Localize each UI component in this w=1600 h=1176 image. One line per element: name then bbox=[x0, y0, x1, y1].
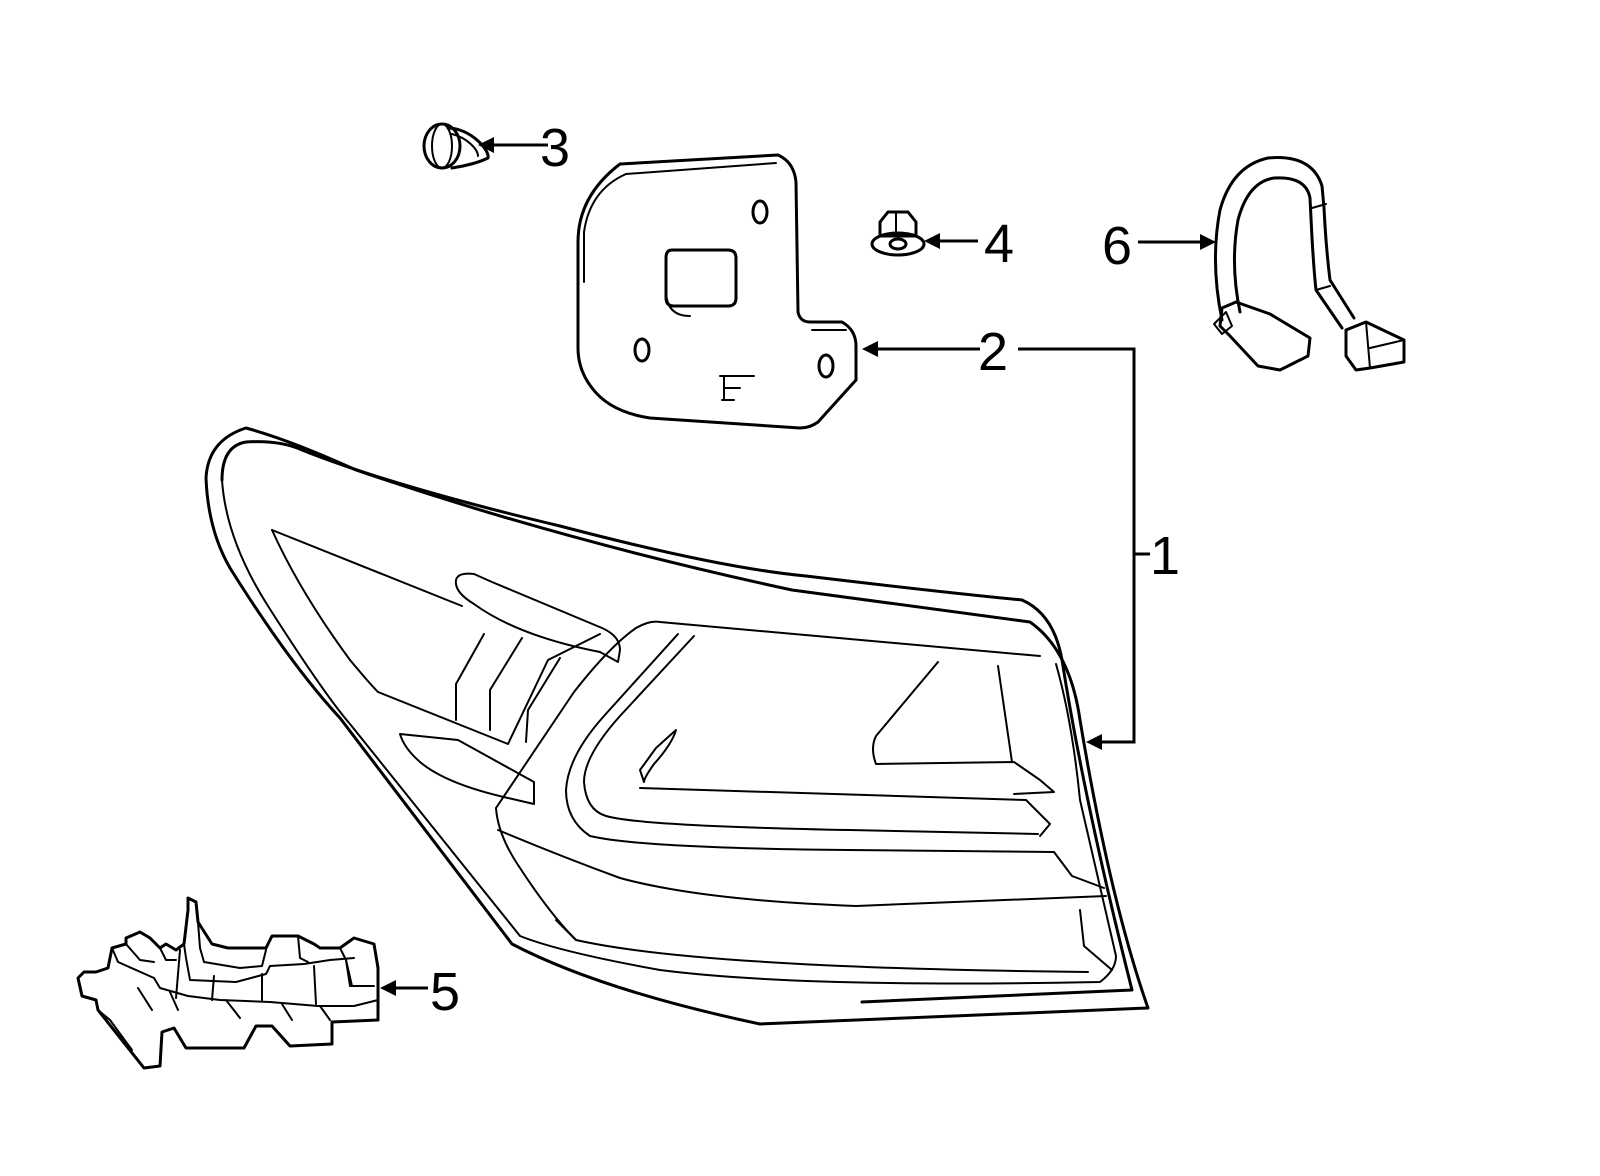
wire-harness-part bbox=[1213, 156, 1406, 372]
nut-part bbox=[870, 210, 926, 257]
callout-6: 6 bbox=[1102, 216, 1132, 276]
callout-3: 3 bbox=[540, 118, 570, 178]
push-clip-part bbox=[422, 122, 490, 170]
tail-lamp-part bbox=[204, 426, 1150, 1026]
callout-1: 1 bbox=[1150, 526, 1180, 586]
gasket-part bbox=[576, 153, 858, 430]
callout-4: 4 bbox=[984, 214, 1014, 274]
socket-bracket-part bbox=[76, 896, 380, 1070]
leader-lines bbox=[380, 137, 1216, 996]
callout-5: 5 bbox=[430, 962, 460, 1022]
callout-2: 2 bbox=[978, 322, 1008, 382]
